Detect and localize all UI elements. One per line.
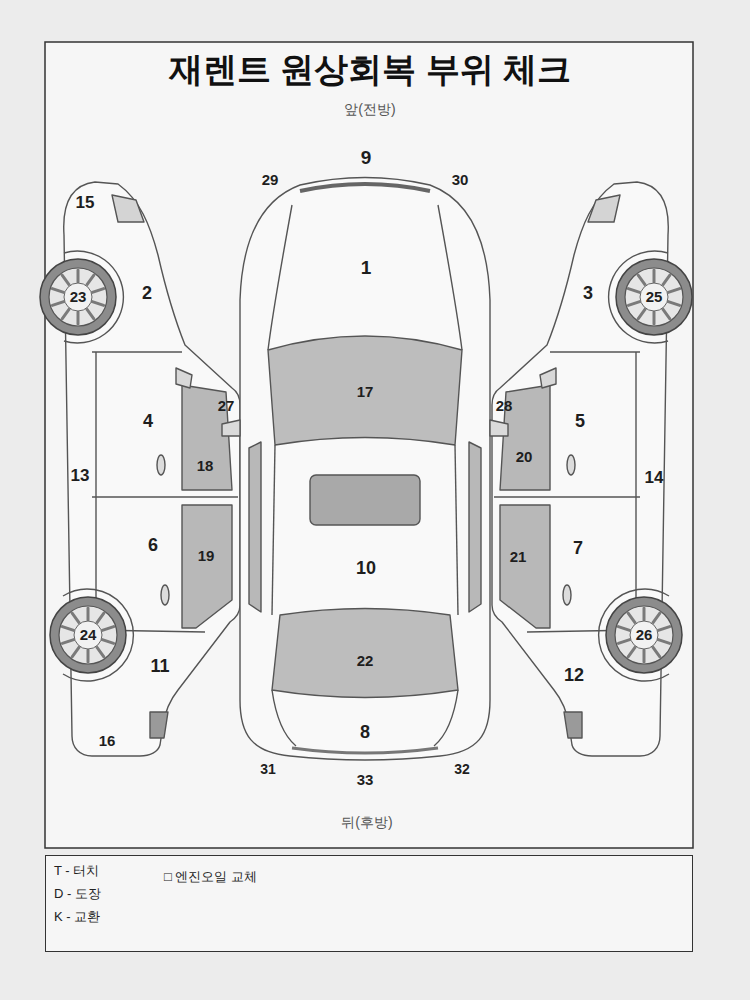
left-side-view — [40, 182, 240, 756]
callout-number: 12 — [564, 666, 584, 686]
note-text: K - 교환 — [54, 910, 100, 924]
callout-number: 8 — [360, 723, 370, 743]
callout-number: 6 — [148, 536, 158, 556]
sheet-title: 재렌트 원상회복 부위 체크 — [169, 51, 571, 88]
callout-number: 11 — [150, 657, 169, 677]
callout-number: 7 — [573, 539, 583, 559]
callout-number: 14 — [645, 469, 664, 488]
notes-box: T - 터치 D - 도장 K - 교환 □ 엔진오일 교체 — [45, 855, 693, 952]
callout-number: 25 — [646, 289, 663, 306]
note-text: T - 터치 — [54, 864, 99, 878]
callout-number: 24 — [80, 627, 97, 644]
callout-number: 28 — [496, 398, 513, 415]
callout-number: 27 — [218, 398, 235, 415]
callout-number: 5 — [575, 412, 585, 432]
callout-number: 2 — [142, 284, 152, 304]
callout-number: 1 — [361, 258, 372, 279]
callout-number: 26 — [636, 627, 653, 644]
note-text: □ 엔진오일 교체 — [164, 870, 257, 884]
callout-number: 29 — [262, 172, 279, 189]
callout-number: 31 — [260, 762, 276, 777]
callout-number: 20 — [516, 449, 533, 466]
callout-number: 10 — [356, 559, 376, 579]
callout-number: 18 — [197, 458, 214, 475]
callout-number: 19 — [198, 548, 215, 565]
callout-number: 21 — [510, 549, 527, 566]
direction-label: 뒤(후방) — [341, 815, 392, 830]
callout-number: 9 — [361, 148, 372, 169]
callout-number: 16 — [99, 733, 116, 750]
callout-number: 32 — [454, 762, 470, 777]
callout-number: 13 — [71, 467, 90, 486]
right-side-view — [492, 182, 692, 756]
direction-label: 앞(전방) — [344, 102, 395, 117]
note-text: D - 도장 — [54, 887, 101, 901]
callout-number: 30 — [452, 172, 469, 189]
callout-number: 17 — [357, 384, 374, 401]
callout-number: 22 — [357, 653, 374, 670]
callout-number: 23 — [70, 289, 87, 306]
callout-number: 15 — [76, 194, 95, 213]
callout-number: 4 — [143, 412, 153, 432]
callout-number: 3 — [583, 284, 593, 304]
callout-number: 33 — [357, 772, 374, 789]
top-view — [222, 178, 508, 761]
